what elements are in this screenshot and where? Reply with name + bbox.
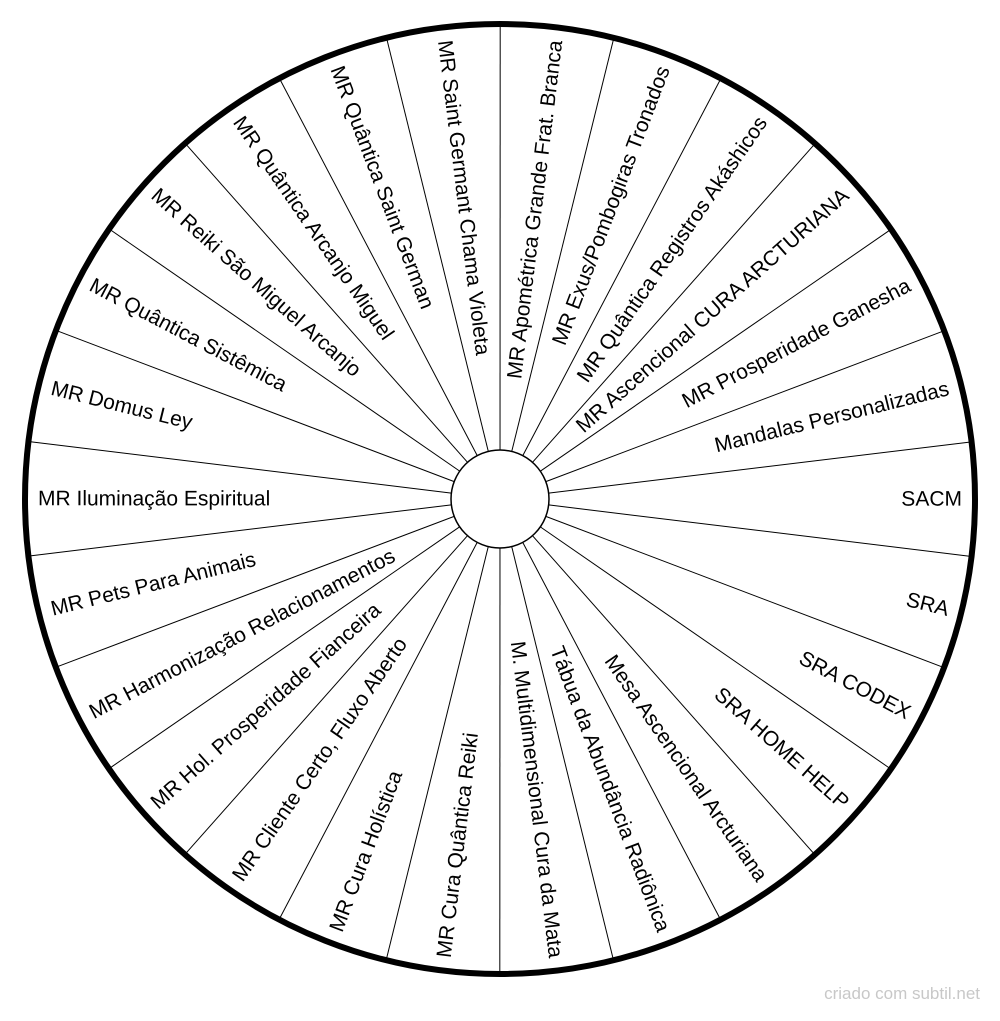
sector-label: MR Saint Germant Chama Violeta: [433, 39, 494, 357]
sector-label: Mandalas Personalizadas: [712, 377, 951, 457]
sector-label: Tábua da Abundância Radiônica: [545, 643, 674, 935]
sector-label: MR Exus/Pombogiras Tronados: [548, 63, 675, 348]
sector-label: SRA CODEX: [795, 647, 914, 724]
sector-label: SRA: [904, 588, 951, 621]
sector-label: MR Reiki São Miguel Arcanjo: [147, 184, 366, 382]
center-hub: [451, 450, 549, 548]
sector-label: MR Domus Ley: [49, 377, 195, 434]
sector-label: SACM: [901, 488, 962, 511]
sector-divider: [546, 516, 942, 667]
credit-text: criado com subtil.net: [824, 984, 980, 1004]
sector-label: M. Multidimensional Cura da Mata: [506, 640, 567, 959]
sector-divider: [30, 442, 451, 493]
sector-label: SRA HOME HELP: [710, 683, 854, 814]
sector-divider: [549, 505, 970, 556]
sector-label: MR Cura Quântica Reiki: [433, 731, 483, 959]
sector-divider: [549, 442, 970, 493]
sector-label: MR Cura Holística: [325, 767, 407, 935]
sector-label: MR Iluminação Espiritual: [38, 487, 270, 510]
sector-label: MR Pets Para Animais: [49, 548, 258, 621]
